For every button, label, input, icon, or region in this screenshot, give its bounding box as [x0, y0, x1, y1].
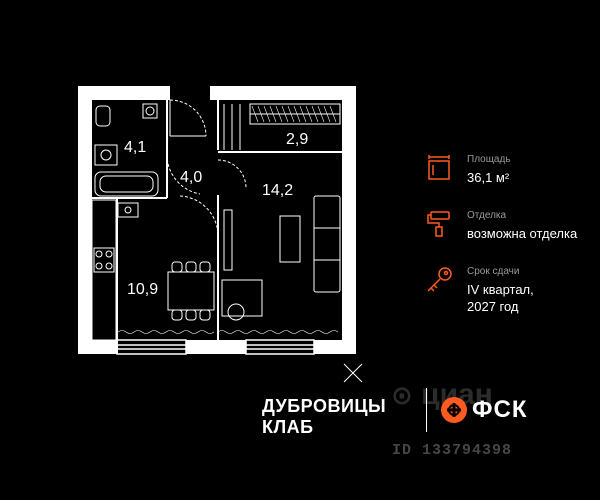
finish-label: Отделка	[467, 210, 507, 221]
compass-icon	[343, 363, 363, 383]
delivery-value-line2: 2027 год	[467, 299, 519, 314]
area-value: 36,1 м²	[467, 170, 510, 185]
brand-name: ДУБРОВИЦЫ КЛАБ	[262, 396, 386, 438]
delivery-value-line1: IV квартал,	[467, 282, 534, 297]
area-label: Площадь	[467, 154, 511, 165]
paint-roller-icon	[427, 211, 450, 237]
windows	[116, 339, 315, 355]
bathroom-fixtures	[94, 103, 159, 197]
wardrobe-hatching	[251, 105, 337, 123]
floor-pattern	[117, 330, 339, 334]
door-swings	[166, 99, 342, 237]
brand-line1: ДУБРОВИЦЫ	[262, 396, 387, 416]
delivery-label: Срок сдачи	[467, 266, 520, 277]
fsk-logo-text: ФСК	[472, 396, 528, 423]
area-icon	[428, 155, 450, 180]
finish-value: возможна отделка	[467, 226, 578, 241]
watermark-id: ID 133794398	[392, 442, 513, 459]
key-icon	[427, 267, 452, 292]
fsk-logo-icon	[441, 397, 467, 423]
room-area-hall: 4,0	[180, 169, 203, 186]
room-area-living: 14,2	[262, 182, 294, 199]
room-area-wardrobe: 2,9	[286, 131, 309, 148]
wardrobe	[223, 103, 341, 150]
brand-line2: КЛАБ	[262, 417, 314, 437]
delivery-value: IV квартал, 2027 год	[467, 281, 534, 315]
outer-walls	[78, 86, 356, 354]
kitchen-fixtures	[91, 199, 215, 341]
room-area-kitchen: 10,9	[127, 281, 159, 298]
room-area-bathroom: 4,1	[124, 139, 147, 156]
door-leaves	[169, 100, 206, 137]
living-fixtures	[221, 195, 341, 321]
brand-divider	[426, 388, 427, 432]
